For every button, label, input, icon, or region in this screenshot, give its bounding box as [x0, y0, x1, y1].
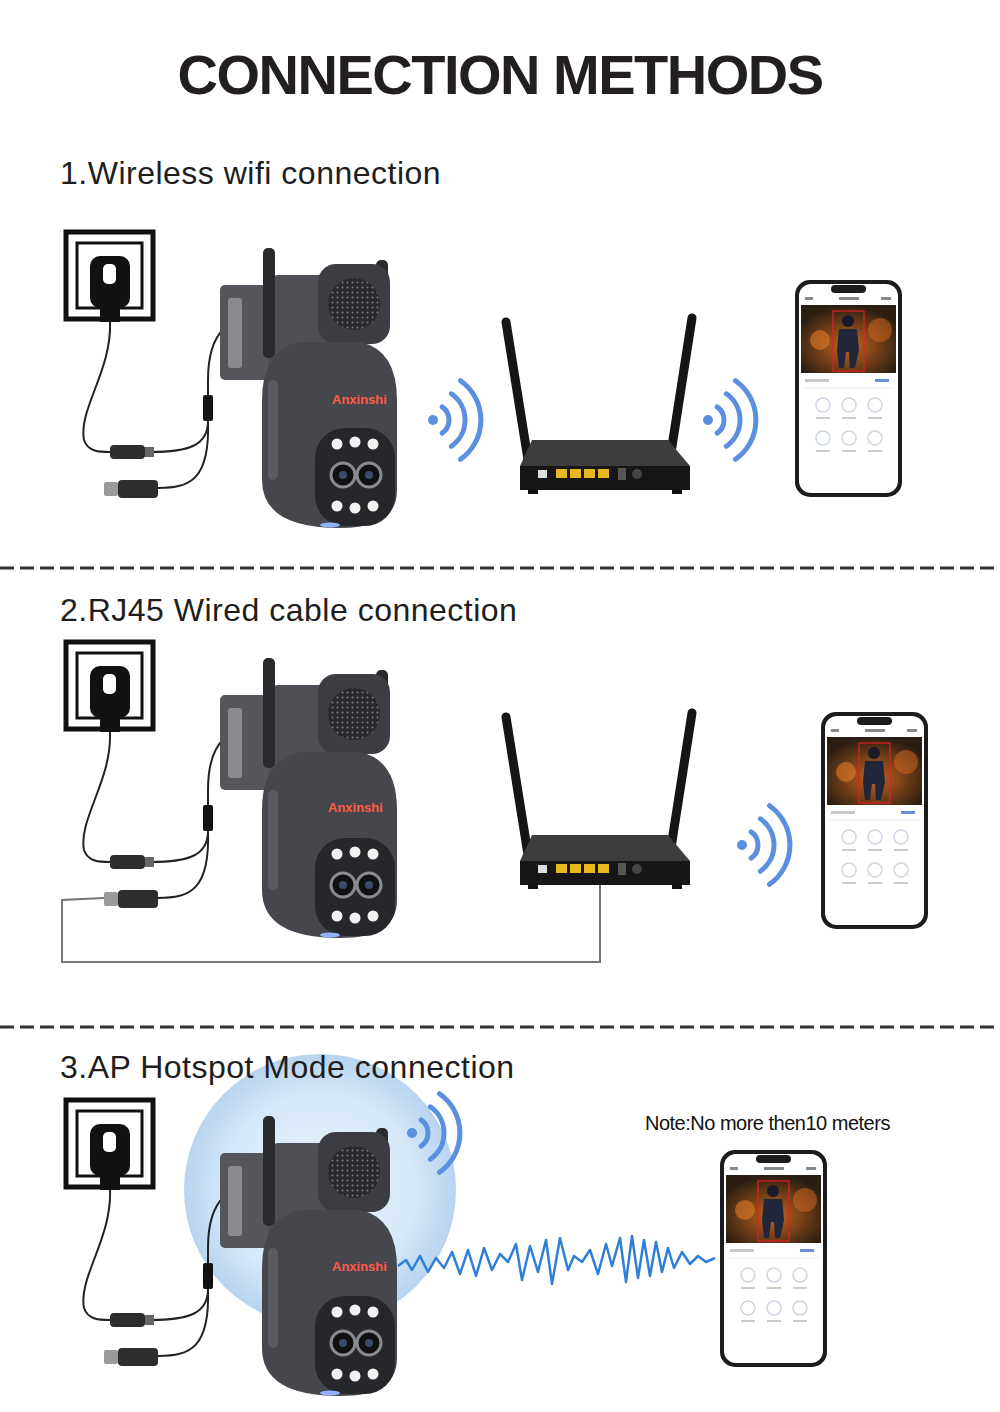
brand-logo: Anxinshi	[332, 392, 387, 408]
router	[506, 318, 692, 494]
brand-logo: Anxinshi	[328, 800, 383, 816]
camera-setup	[66, 232, 397, 528]
network-cable	[62, 884, 600, 962]
camera-setup	[66, 642, 397, 938]
section-heading: 2.RJ45 Wired cable connection	[60, 591, 517, 629]
router	[506, 713, 692, 889]
smartphone	[720, 1150, 827, 1367]
section-divider	[0, 567, 1000, 570]
wifi-signal	[407, 1094, 460, 1173]
page-title: CONNECTION METHODS	[0, 43, 1000, 107]
camera-setup	[66, 1100, 397, 1396]
wifi-signal	[737, 806, 790, 885]
section-heading: 1.Wireless wifi connection	[60, 154, 441, 192]
wifi-signal	[428, 381, 481, 460]
smartphone	[795, 280, 902, 497]
signal-wave	[398, 1236, 715, 1284]
section-divider	[0, 1026, 1000, 1029]
note-text: Note:No more then10 meters	[645, 1111, 890, 1135]
smartphone	[821, 712, 928, 929]
section-heading: 3.AP Hotspot Mode connection	[60, 1048, 515, 1086]
wifi-signal	[703, 381, 756, 460]
brand-logo: Anxinshi	[332, 1259, 387, 1275]
